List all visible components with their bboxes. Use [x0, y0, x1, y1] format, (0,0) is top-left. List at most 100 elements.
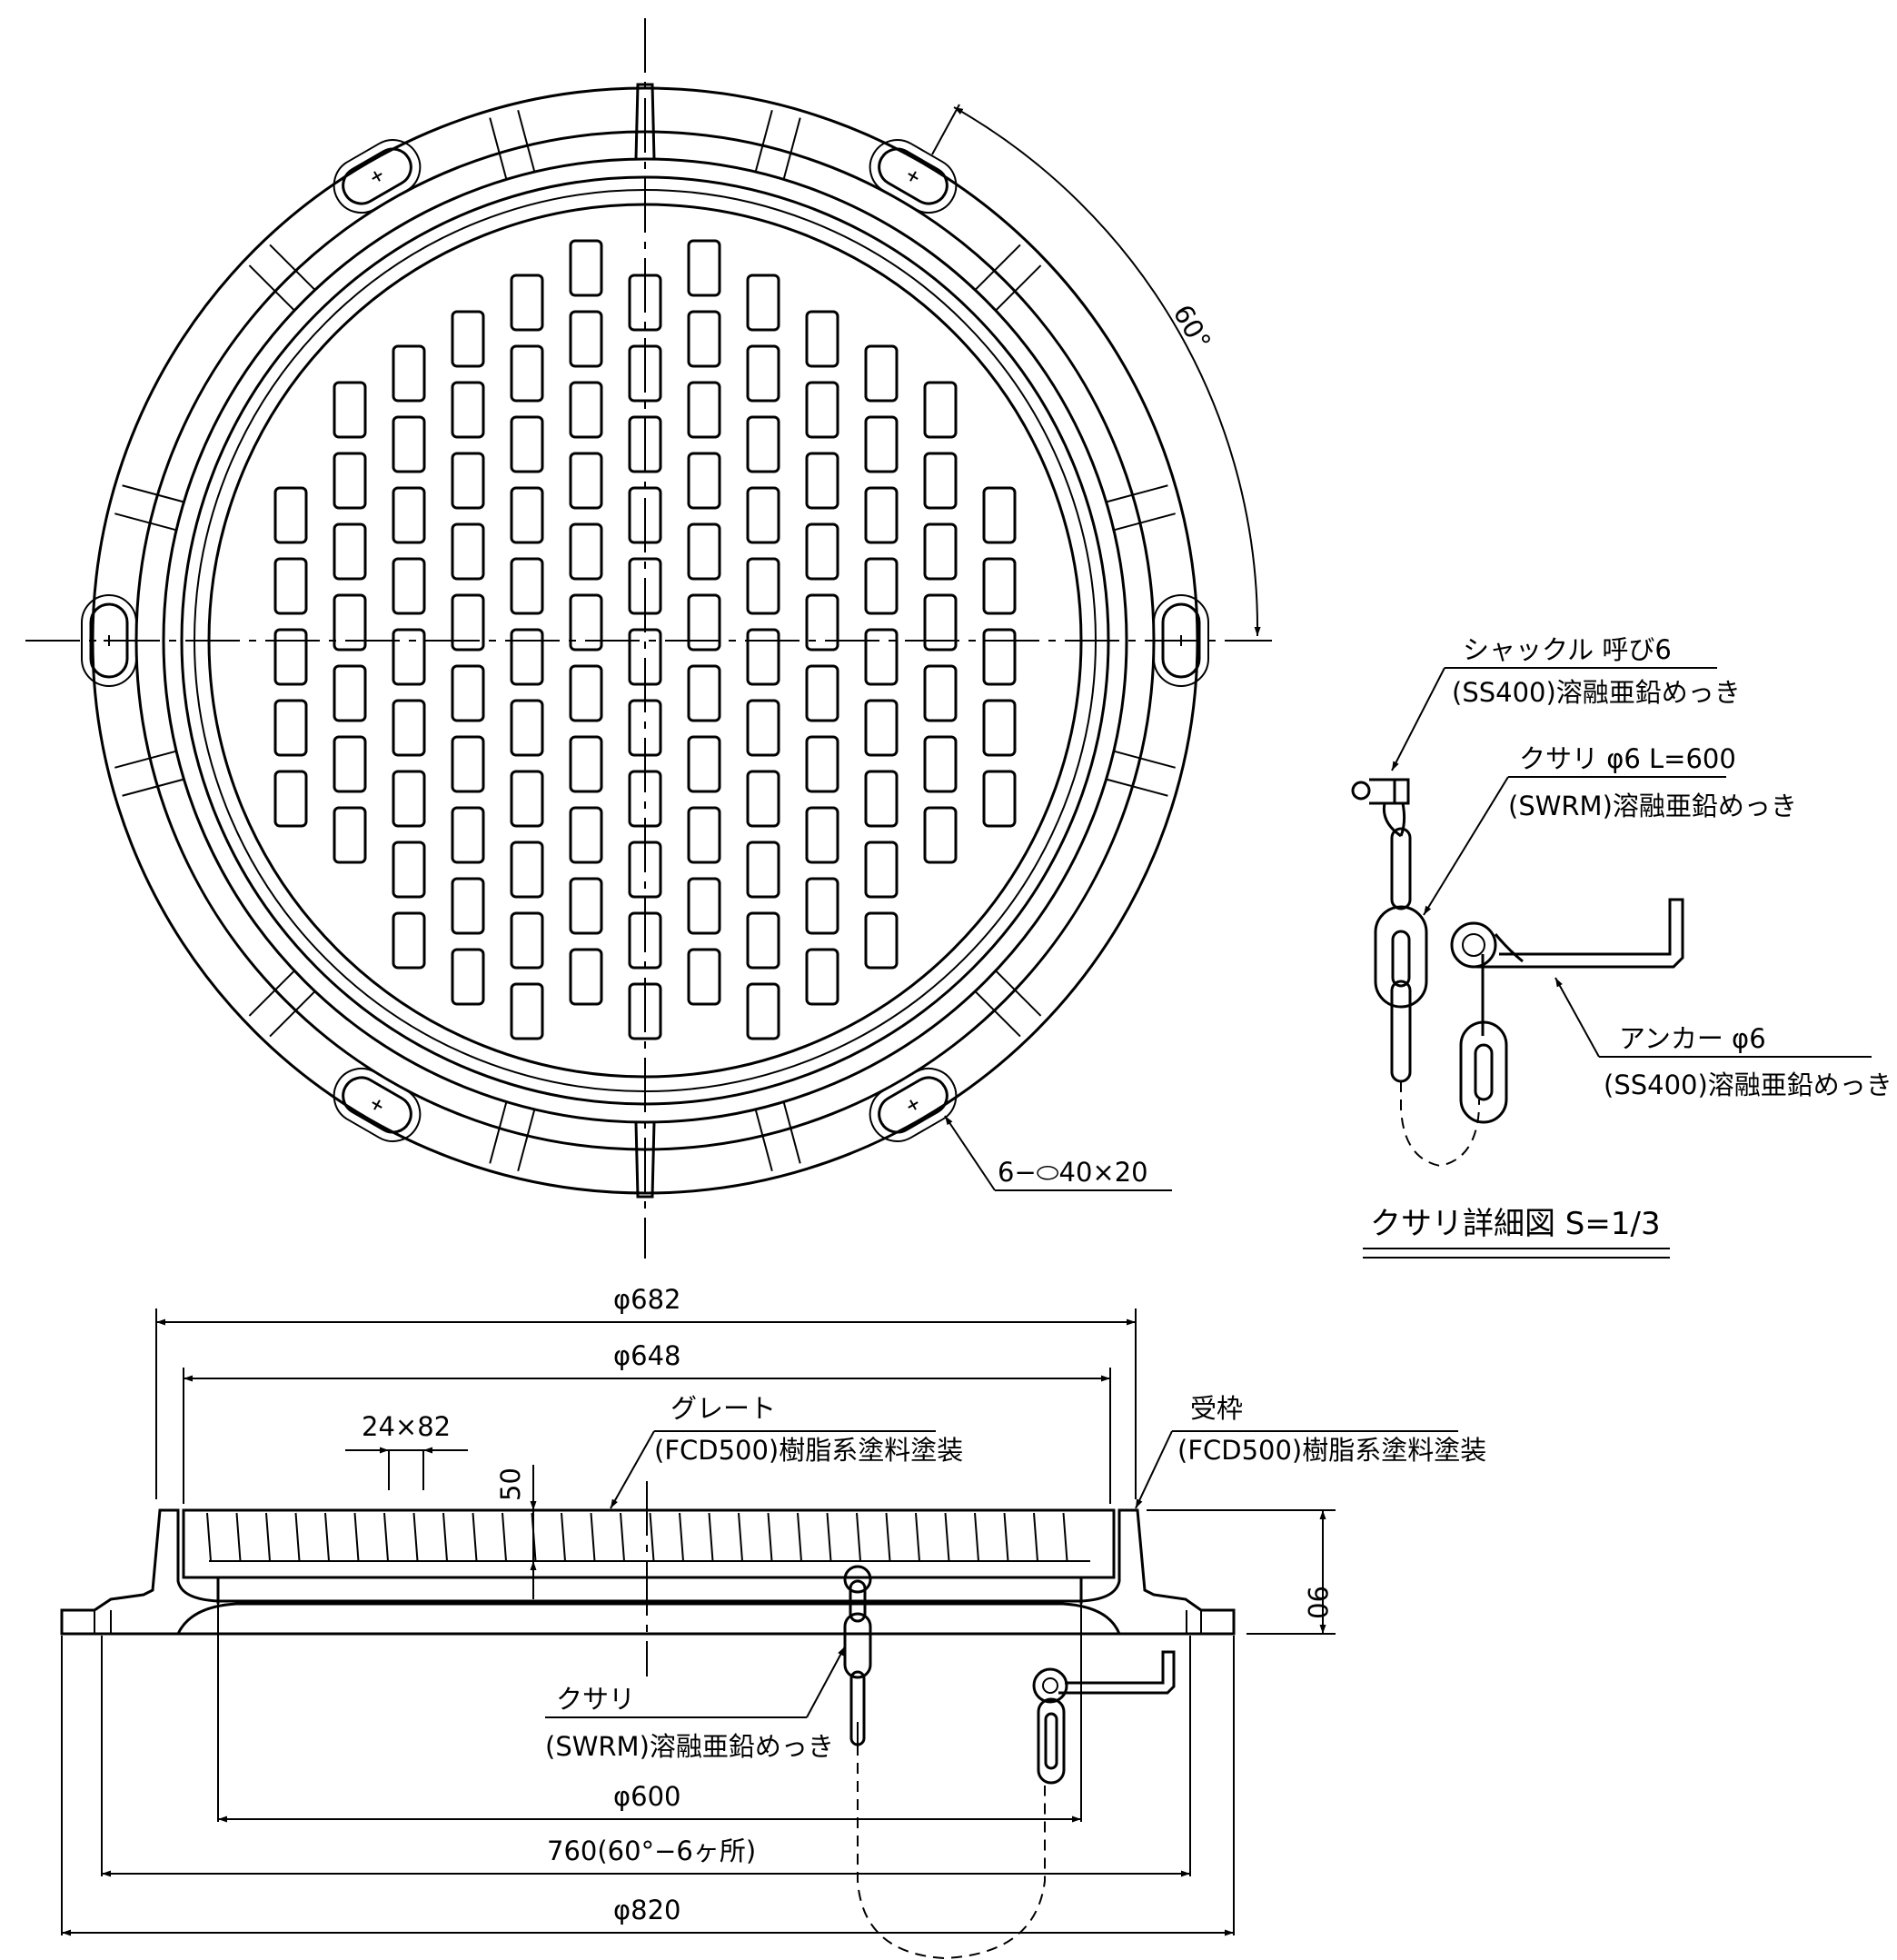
- frame-leader: [1136, 1430, 1458, 1508]
- frame-rib: [1106, 778, 1168, 797]
- grate-slot: [333, 735, 367, 793]
- frame-rib: [114, 750, 177, 769]
- grate-slot: [864, 557, 899, 615]
- slot-hole: [333, 139, 422, 214]
- grate-slot: [392, 344, 426, 403]
- grate-slot: [746, 344, 780, 403]
- grate-slot: [451, 664, 485, 722]
- dim-648-label: φ648: [613, 1340, 680, 1371]
- frame-rib: [995, 970, 1042, 1017]
- dim-820-label: φ820: [613, 1895, 680, 1925]
- grate-slot: [805, 381, 839, 439]
- grate-slot: [451, 735, 485, 793]
- grate-slot: [746, 415, 780, 473]
- grate-slot: [333, 522, 367, 581]
- grate-slot: [687, 806, 721, 864]
- grate-section-bar: [265, 1512, 271, 1562]
- grate-slot: [746, 274, 780, 332]
- grate-section-bar: [767, 1512, 773, 1562]
- grate-slot: [451, 948, 485, 1006]
- frame-rib: [114, 512, 177, 532]
- chain-icon: [1374, 827, 1480, 1168]
- angle-extension-line: [931, 104, 960, 155]
- grate-section-bar: [856, 1512, 861, 1562]
- grate-slot: [392, 770, 426, 828]
- grate-slot: [273, 628, 308, 686]
- grate-section-bar: [206, 1512, 212, 1562]
- grate-slot: [982, 628, 1017, 686]
- grate-section-bar: [1003, 1512, 1009, 1562]
- grate-slot: [805, 877, 839, 935]
- section-chain-spec: (SWRM)溶融亜鉛めっき: [545, 1731, 834, 1762]
- slot-hole-outline: [878, 1076, 948, 1134]
- frame-rib: [782, 117, 801, 180]
- grate-slot: [805, 522, 839, 581]
- grate-slot: [687, 452, 721, 510]
- section-chain-icon: [843, 1565, 872, 1746]
- section-chain-slack: [857, 1745, 1046, 1960]
- grate-slot: [510, 699, 544, 757]
- grate-slot: [451, 452, 485, 510]
- grate-slot: [569, 381, 603, 439]
- grate-slot: [805, 664, 839, 722]
- grate-slot: [864, 628, 899, 686]
- grate-slot: [687, 239, 721, 297]
- grate-slot: [805, 593, 839, 652]
- grate-slot: [451, 381, 485, 439]
- grate-section-bar: [561, 1512, 566, 1562]
- grate-section-bar: [472, 1512, 478, 1562]
- grate-section: [182, 1508, 1116, 1579]
- grate-section-bar: [502, 1512, 507, 1562]
- grate-slot: [569, 735, 603, 793]
- grate-section-bar: [797, 1512, 802, 1562]
- frame-rib: [489, 117, 508, 180]
- frame-rib: [1113, 750, 1176, 769]
- anchor-spec: (SS400)溶融亜鉛めっき: [1604, 1070, 1892, 1100]
- grate-slot: [333, 664, 367, 722]
- grate-slot: [392, 628, 426, 686]
- grate-slot: [746, 911, 780, 970]
- frame-rib: [248, 264, 295, 312]
- grate-slot: [805, 806, 839, 864]
- frame-rib: [517, 110, 536, 173]
- frame-rib: [995, 264, 1042, 312]
- grate-slot: [687, 877, 721, 935]
- frame-rib: [269, 244, 316, 291]
- grate-slot: [805, 310, 839, 368]
- grate-slot: [923, 664, 958, 722]
- grate-slot: [273, 486, 308, 544]
- grate-slot: [392, 841, 426, 899]
- grate-slot: [687, 381, 721, 439]
- slot-hole: [333, 1067, 422, 1142]
- grate-slot: [746, 841, 780, 899]
- grate-section-bar: [442, 1512, 448, 1562]
- angle-dimension-arc: [953, 106, 1261, 637]
- grate-section-bar: [915, 1512, 920, 1562]
- section-anchor-icon: [1032, 1650, 1176, 1785]
- grate-slot: [510, 628, 544, 686]
- frame-lip-right: [1186, 1610, 1202, 1634]
- frame-underside: [176, 1602, 1121, 1635]
- frame-rib: [1106, 484, 1168, 503]
- grate-slot: [392, 486, 426, 544]
- frame-rib: [782, 1101, 801, 1164]
- plan-view: 60° 6−⬭40×20: [25, 18, 1272, 1259]
- grate-slot: [392, 415, 426, 473]
- frame-rib: [974, 990, 1021, 1038]
- grate-section-bar: [974, 1512, 979, 1562]
- grate-slot: [510, 344, 544, 403]
- grate-section-bar: [885, 1512, 891, 1562]
- grate-slot: [510, 274, 544, 332]
- grate-section-bar: [1033, 1512, 1038, 1562]
- grate-slot: [451, 806, 485, 864]
- grate-slot: [392, 699, 426, 757]
- grate-slot: [333, 381, 367, 439]
- dim-24x82-label: 24×82: [362, 1411, 451, 1442]
- grate-slot: [923, 381, 958, 439]
- grate-slot: [569, 452, 603, 510]
- slot-hole-boss: [333, 1067, 422, 1142]
- grate-slot: [982, 770, 1017, 828]
- grate-slot: [333, 452, 367, 510]
- dim-760-label: 760(60°−6ヶ所): [547, 1836, 756, 1866]
